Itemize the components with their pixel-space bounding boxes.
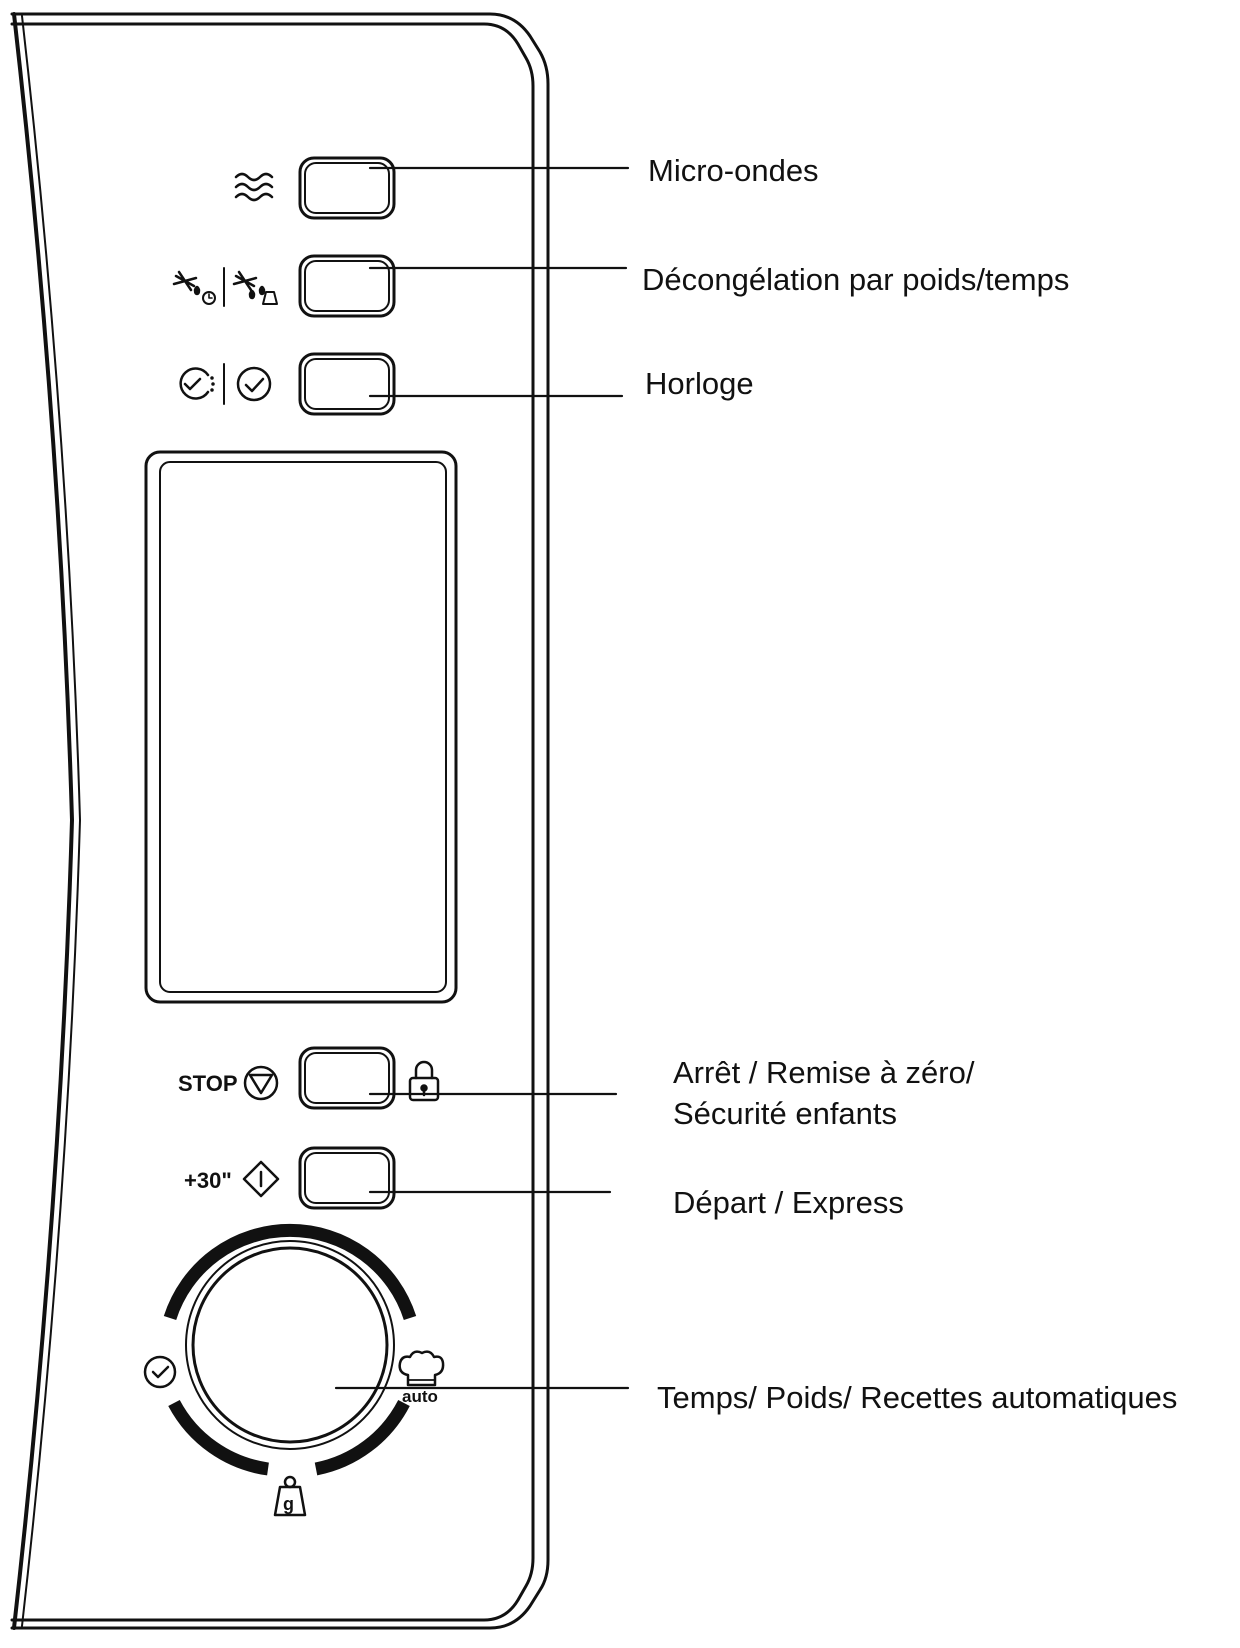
clock-icon bbox=[236, 366, 272, 402]
start-button[interactable] bbox=[298, 1146, 396, 1210]
weight-unit-label: g bbox=[283, 1494, 294, 1514]
stop-label-line2: Sécurité enfants bbox=[673, 1096, 898, 1131]
stop-callout: Arrêt / Remise à zéro/ Sécurité enfants bbox=[673, 1052, 974, 1134]
chef-hat-icon bbox=[398, 1350, 445, 1387]
microwave-label: Micro-ondes bbox=[648, 153, 819, 188]
stop-triangle-icon bbox=[243, 1065, 279, 1101]
defrost-button[interactable] bbox=[298, 254, 396, 318]
display-window bbox=[144, 450, 458, 1004]
clock-icon bbox=[143, 1355, 177, 1389]
defrost-label: Décongélation par poids/temps bbox=[642, 262, 1070, 297]
defrost-weight-icon bbox=[232, 270, 278, 305]
dial-label: Temps/ Poids/ Recettes automatiques bbox=[657, 1380, 1178, 1415]
dial-knob[interactable] bbox=[185, 1240, 395, 1450]
microwave-waves-icon bbox=[234, 172, 274, 202]
auto-label: auto bbox=[402, 1387, 438, 1406]
stop-label-line1: Arrêt / Remise à zéro/ bbox=[673, 1055, 975, 1090]
defrost-time-icon bbox=[172, 270, 216, 305]
microwave-button[interactable] bbox=[298, 156, 396, 220]
dial-ring bbox=[163, 1223, 417, 1476]
stop-label: STOP bbox=[178, 1071, 238, 1096]
weight-icon bbox=[273, 1475, 307, 1517]
start-label: Départ / Express bbox=[673, 1185, 904, 1220]
start-diamond-icon bbox=[242, 1160, 280, 1198]
clock-button[interactable] bbox=[298, 352, 396, 416]
stop-button[interactable] bbox=[298, 1046, 396, 1110]
leader-lines bbox=[334, 166, 630, 1390]
timer-icon bbox=[179, 367, 215, 400]
panel-outline bbox=[10, 12, 550, 1630]
plus30-label: +30" bbox=[184, 1168, 232, 1193]
clock-label: Horloge bbox=[645, 366, 754, 401]
